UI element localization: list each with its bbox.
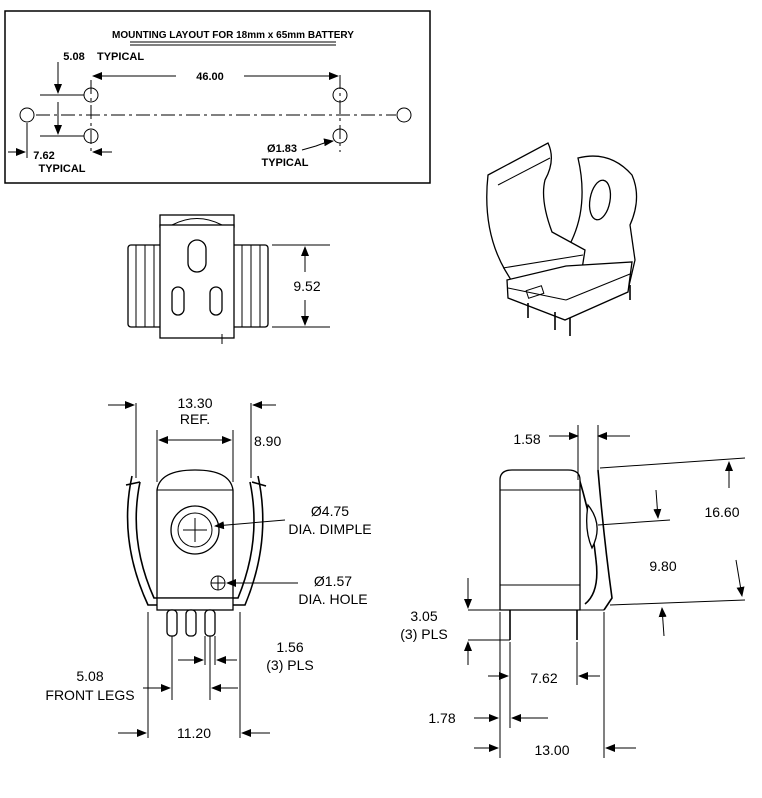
iso-dimple: [588, 179, 612, 221]
dim-9-52-value: 9.52: [293, 278, 320, 294]
side-view-dimple: [586, 503, 598, 550]
dim-7-62-side-value: 7.62: [530, 670, 557, 686]
top-view-slot: [171, 286, 185, 316]
dim-3-05-value: 3.05: [410, 608, 437, 624]
mounting-layout-frame: [4, 10, 431, 184]
dim-hole-diameter-value: Ø1.83: [267, 143, 297, 155]
dim-7-62-label: TYPICAL: [38, 163, 85, 175]
front-leg: [166, 609, 178, 637]
front-leg: [204, 609, 216, 637]
dim-dimple-label: DIA. DIMPLE: [288, 521, 371, 537]
mount-hole: [332, 87, 348, 103]
dim-46-value: 46.00: [196, 71, 224, 83]
front-view: 13.30 REF. 8.90 Ø4.75 DIA. DIMPLE Ø1.57: [45, 395, 371, 741]
dim-16-60-value: 16.60: [704, 504, 739, 520]
mounting-layout-panel: MOUNTING LAYOUT FOR 18mm x 65mm BATTERY …: [4, 10, 431, 184]
dim-hole-diameter-label: TYPICAL: [261, 157, 308, 169]
side-view-clip: [577, 474, 598, 605]
mount-hole: [332, 128, 348, 144]
dim-hole-value: Ø1.57: [314, 573, 352, 589]
iso-clip-front: [486, 142, 586, 304]
dim-5-08-typical-value: 5.08: [63, 51, 84, 63]
isometric-view: [486, 142, 638, 336]
mounting-layout-title: MOUNTING LAYOUT FOR 18mm x 65mm BATTERY: [112, 30, 354, 41]
dim-13-30-value: 13.30: [177, 395, 212, 411]
dim-1-58-value: 1.58: [513, 431, 540, 447]
dim-3-05-label: (3) PLS: [400, 626, 447, 642]
mount-hole: [396, 107, 412, 123]
mount-hole: [19, 107, 35, 123]
side-view-body: [499, 469, 581, 611]
dim-1-56-label: (3) PLS: [266, 657, 313, 673]
dim-9-80-value: 9.80: [649, 558, 676, 574]
dim-dimple-value: Ø4.75: [311, 503, 349, 519]
dim-11-20-value: 11.20: [177, 725, 211, 741]
side-view: 1.58 16.60 9.80 3.05 (3) PLS 7.62 1.78: [400, 425, 746, 758]
dim-front-legs-label: FRONT LEGS: [45, 687, 134, 703]
dim-5-08-value: 5.08: [76, 668, 103, 684]
top-view-slot: [209, 286, 223, 316]
dim-hole-label: DIA. HOLE: [298, 591, 367, 607]
top-view-dimple: [187, 239, 207, 273]
front-leg: [185, 609, 197, 637]
dim-5-08-typical-label: TYPICAL: [97, 51, 144, 63]
dim-8-90-value: 8.90: [254, 433, 281, 449]
iso-base-plate: [506, 261, 633, 321]
dim-13-30-ref: REF.: [180, 411, 210, 427]
dim-1-56-value: 1.56: [276, 639, 303, 655]
dim-1-78-value: 1.78: [428, 710, 455, 726]
top-view: 9.52: [127, 214, 330, 344]
dim-13-00-value: 13.00: [534, 742, 569, 758]
dim-7-62-value: 7.62: [33, 150, 54, 162]
